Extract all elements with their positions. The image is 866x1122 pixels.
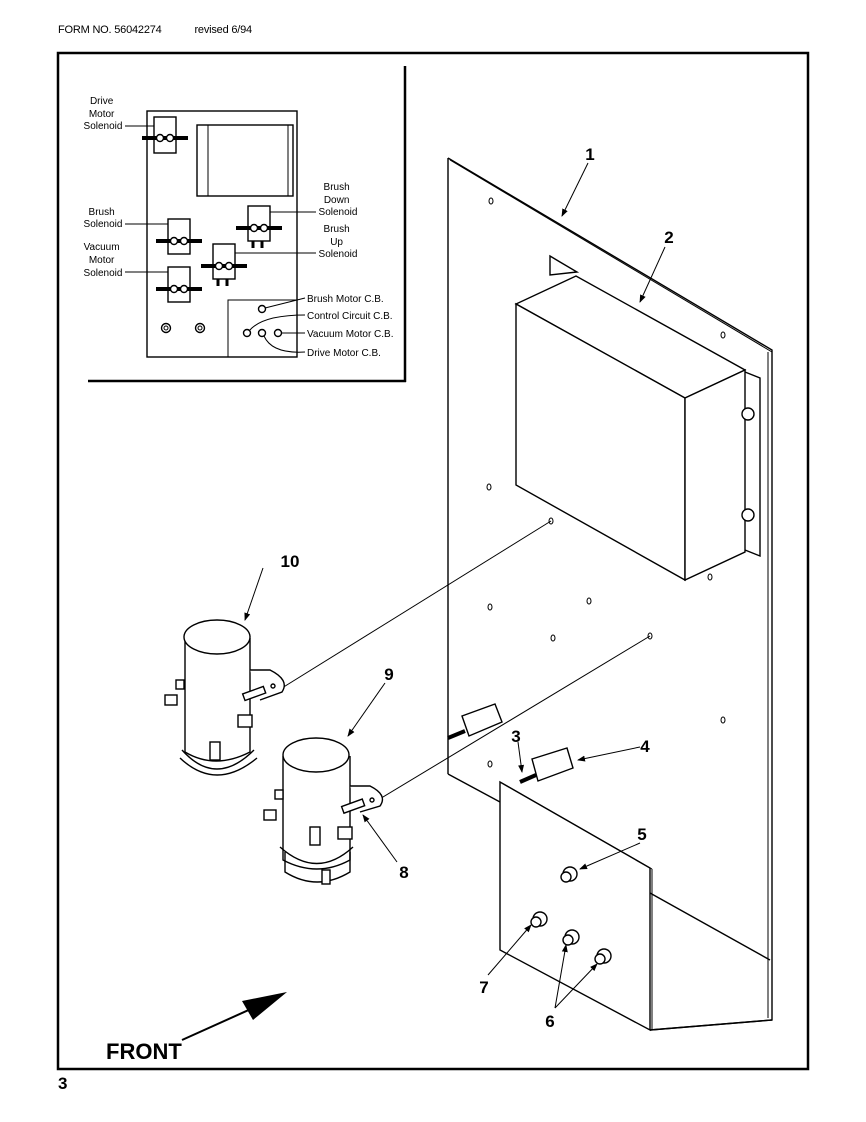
inset-vacuum-motor-cb — [273, 328, 283, 338]
callout-10: 10 — [281, 552, 300, 571]
inset-relay-box — [196, 124, 294, 197]
callout-1: 1 — [585, 145, 594, 164]
label-vacuum-motor-solenoid: Vacuum Motor Solenoid — [84, 242, 123, 279]
callout-9: 9 — [384, 665, 393, 684]
label-vacuum-motor-cb: Vacuum Motor C.B. — [307, 329, 394, 340]
callout-6: 6 — [545, 1012, 554, 1031]
inset-terminal-nut — [194, 322, 206, 334]
inset-drive-motor-cb — [257, 328, 267, 338]
callout-arrows — [244, 162, 666, 1009]
callout-2: 2 — [664, 228, 673, 247]
inset-brush-solenoid — [156, 218, 202, 255]
hole-plug — [530, 911, 548, 928]
label-control-circuit-cb: Control Circuit C.B. — [307, 311, 393, 322]
standoff — [519, 747, 574, 784]
solenoid-9 — [263, 737, 384, 885]
solenoid-10 — [164, 619, 285, 776]
hole-plug — [560, 866, 578, 883]
callout-7: 7 — [479, 978, 488, 997]
inset-brush-motor-cb — [257, 304, 267, 314]
revision-date: revised 6/94 — [194, 24, 252, 36]
lower-bracket — [499, 780, 773, 1032]
control-box — [514, 254, 761, 582]
front-direction-arrow — [181, 992, 287, 1041]
inset-detail: Drive Motor Solenoid Brush Solenoid Vacu… — [84, 66, 407, 383]
label-brush-solenoid: Brush Solenoid — [84, 207, 123, 230]
label-drive-motor-solenoid: Drive Motor Solenoid — [84, 96, 123, 132]
inset-brush-down-solenoid — [236, 205, 282, 248]
callout-3: 3 — [511, 727, 520, 746]
page-number: 3 — [58, 1074, 68, 1093]
front-label: FRONT — [106, 1039, 182, 1064]
label-brush-motor-cb: Brush Motor C.B. — [307, 294, 384, 305]
inset-terminal-nut — [160, 322, 172, 334]
bolt — [741, 407, 755, 421]
callout-5: 5 — [637, 825, 646, 844]
form-number: FORM NO. 56042274 — [58, 24, 162, 36]
inset-control-circuit-cb — [242, 328, 252, 338]
bolt — [741, 508, 755, 522]
diagram-frame — [56, 51, 810, 1071]
callout-4: 4 — [640, 737, 650, 756]
hole-plug — [562, 929, 580, 946]
inset-drive-motor-solenoid — [142, 116, 188, 154]
page-header: FORM NO. 56042274 revised 6/94 — [58, 24, 252, 36]
label-drive-motor-cb: Drive Motor C.B. — [307, 348, 381, 359]
callout-8: 8 — [399, 863, 408, 882]
standoff — [447, 703, 503, 740]
hole-plug — [594, 948, 612, 965]
inset-vacuum-motor-solenoid — [156, 266, 202, 303]
label-brush-up-solenoid: Brush Up Solenoid — [319, 224, 358, 260]
inset-panel — [146, 110, 298, 358]
inset-brush-up-solenoid — [201, 243, 247, 286]
label-brush-down-solenoid: Brush Down Solenoid — [319, 182, 358, 218]
